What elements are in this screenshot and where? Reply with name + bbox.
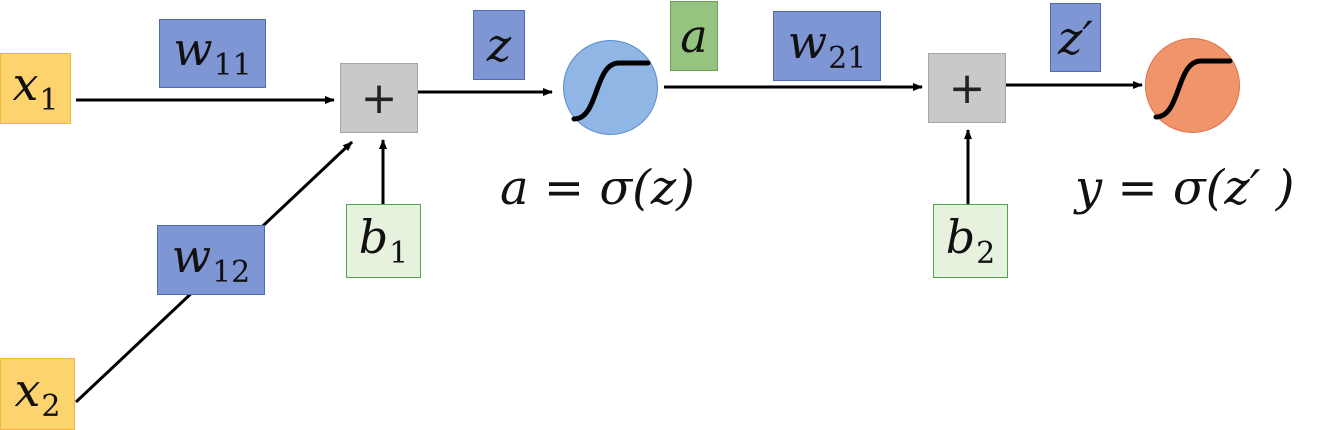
sigmoid-curve-icon: [1153, 58, 1233, 120]
sum-node-1: +: [340, 63, 418, 133]
hidden-neuron: [563, 40, 658, 135]
preactivation-z-prime: z′: [1050, 3, 1101, 72]
bias-b1: b1: [346, 204, 421, 278]
activation-a-label: a: [680, 9, 708, 63]
bias-b2-label: b2: [945, 209, 996, 271]
preactivation-z: z: [473, 10, 525, 80]
sigmoid-curve-icon: [571, 60, 651, 122]
hidden-activation-equation: a = σ(z): [500, 160, 695, 216]
input-x1-label: x1: [12, 57, 59, 118]
activation-a: a: [670, 1, 718, 71]
output-activation-equation: y = σ(z′ ): [1075, 160, 1295, 216]
weight-w12: w12: [157, 225, 265, 295]
weight-w11-label: w11: [173, 22, 252, 83]
output-neuron: [1145, 38, 1240, 133]
preactivation-z-prime-label: z′: [1058, 10, 1093, 65]
input-x2-label: x2: [14, 362, 61, 424]
weight-w21: w21: [773, 11, 881, 81]
input-x1: x1: [0, 53, 71, 124]
preactivation-z-label: z: [486, 18, 512, 72]
sum-node-1-symbol: +: [360, 72, 398, 124]
bias-b2: b2: [933, 204, 1008, 278]
input-x2: x2: [0, 358, 75, 430]
weight-w12-label: w12: [171, 228, 251, 290]
sum-node-2-symbol: +: [948, 62, 986, 114]
bias-b1-label: b1: [358, 209, 409, 271]
sum-node-2: +: [928, 53, 1006, 123]
weight-w11: w11: [159, 19, 266, 88]
weight-w21-label: w21: [787, 14, 867, 76]
